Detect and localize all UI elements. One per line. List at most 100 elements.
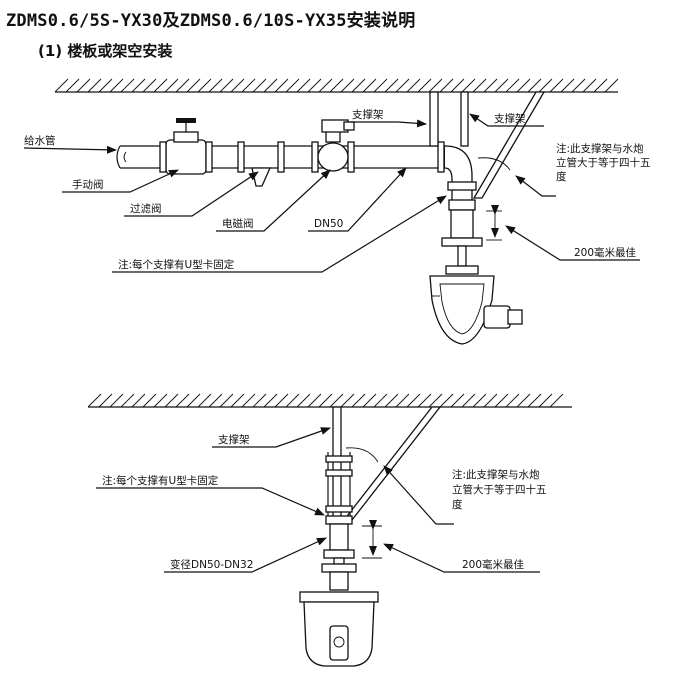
ceiling-hatch-line xyxy=(76,78,91,93)
ceiling-hatch-line xyxy=(318,393,333,408)
ceiling-hatch-line xyxy=(538,393,553,408)
support-label-2: 支撑架 xyxy=(494,112,526,125)
ceiling-hatch-line xyxy=(120,393,135,408)
ceiling-hatch-line xyxy=(406,78,421,93)
pipe-flange xyxy=(437,141,445,173)
ceiling-hatch-line xyxy=(450,393,465,408)
u-clamp-note-leader-2 xyxy=(96,487,325,516)
reducer-leader xyxy=(164,537,327,573)
angle-note2-line1: 注:此支撑架与水炮 xyxy=(452,468,540,481)
ceiling-hatch-line xyxy=(109,393,124,408)
ceiling-hatch-line xyxy=(54,78,69,93)
distance-label-2: 200毫米最佳 xyxy=(462,558,525,571)
ceiling-hatch-line xyxy=(186,393,201,408)
ceiling-hatch-line xyxy=(208,393,223,408)
ceiling-hatch-line xyxy=(505,393,520,408)
ceiling-hatch-line xyxy=(175,393,190,408)
ceiling-hatch-line xyxy=(505,78,520,93)
ceiling-hatch-line xyxy=(296,78,311,93)
angle-arc-2 xyxy=(345,447,379,463)
solenoid-valve xyxy=(311,119,355,173)
ceiling-hatch-line xyxy=(87,393,102,408)
ceiling-hatch-line xyxy=(439,393,454,408)
filter-valve-leader xyxy=(124,171,259,217)
ceiling-1 xyxy=(54,78,619,93)
ceiling-hatch-line xyxy=(318,78,333,93)
support-label-1: 支撑架 xyxy=(352,108,384,121)
ceiling-hatch-line xyxy=(120,78,135,93)
ceiling-hatch-line xyxy=(461,78,476,93)
u-clamp-note-leader xyxy=(112,195,447,273)
ceiling-hatch-line xyxy=(472,393,487,408)
diagram-1: 给水管 手动阀 过滤阀 电磁阀 DN50 支撑架 支撑架 注:此支撑架与水炮 立… xyxy=(23,78,651,345)
ceiling-hatch-line xyxy=(329,393,344,408)
ceiling-hatch-line xyxy=(527,393,542,408)
ceiling-2 xyxy=(87,393,572,408)
ceiling-hatch-line xyxy=(175,78,190,93)
water-supply-leader xyxy=(23,145,117,154)
ceiling-hatch-line xyxy=(153,78,168,93)
ceiling-hatch-line xyxy=(142,78,157,93)
ceiling-hatch-line xyxy=(109,78,124,93)
angle-arc-1 xyxy=(477,157,511,171)
ceiling-hatch-line xyxy=(450,78,465,93)
ceiling-hatch-line xyxy=(274,78,289,93)
ceiling-hatch-line xyxy=(560,78,575,93)
ceiling-hatch-line xyxy=(340,393,355,408)
distance-dimension-2 xyxy=(362,520,382,559)
ceiling-hatch-line xyxy=(604,78,619,93)
section-subtitle: (1) 楼板或架空安装 xyxy=(38,42,173,60)
ceiling-hatch-line xyxy=(164,393,179,408)
support-leader-3 xyxy=(212,427,331,448)
ceiling-hatch-line xyxy=(252,393,267,408)
angle-note-leader xyxy=(515,175,556,197)
ceiling-hatch-line xyxy=(395,393,410,408)
diagram-2: 支撑架 注:每个支撑有U型卡固定 变径DN50-DN32 注:此支撑架与水炮 立… xyxy=(87,393,572,667)
ceiling-hatch-line xyxy=(384,393,399,408)
support-label-3: 支撑架 xyxy=(218,433,250,446)
solenoid-valve-leader xyxy=(216,169,331,232)
ceiling-hatch-line xyxy=(219,78,234,93)
ceiling-hatch-line xyxy=(87,78,102,93)
ceiling-hatch-line xyxy=(395,78,410,93)
ceiling-hatch-line xyxy=(340,78,355,93)
support-leader-1 xyxy=(350,119,427,128)
ceiling-hatch-line xyxy=(494,78,509,93)
u-clamp-note-label: 注:每个支撑有U型卡固定 xyxy=(118,258,235,271)
ceiling-hatch-line xyxy=(417,393,432,408)
ceiling-hatch-line xyxy=(241,393,256,408)
ceiling-hatch-line xyxy=(241,78,256,93)
ceiling-hatch-line xyxy=(461,393,476,408)
ceiling-hatch-line xyxy=(516,78,531,93)
ceiling-hatch-line xyxy=(164,78,179,93)
ceiling-hatch-line xyxy=(296,393,311,408)
ceiling-hatch-line xyxy=(98,78,113,93)
page-title: ZDMS0.6/5S-YX30及ZDMS0.6/10S-YX35安装说明 xyxy=(6,11,416,31)
ceiling-hatch-line xyxy=(549,78,564,93)
ceiling-hatch-line xyxy=(285,393,300,408)
ceiling-hatch-line xyxy=(351,78,366,93)
angle-note-line2: 立管大于等于四十五 xyxy=(556,156,651,169)
ceiling-hatch-line xyxy=(406,393,421,408)
water-supply-label: 给水管 xyxy=(24,134,56,147)
water-cannon-2 xyxy=(299,591,379,667)
distance-label: 200毫米最佳 xyxy=(574,246,637,259)
distance-dimension-1 xyxy=(486,205,502,241)
ceiling-hatch-line xyxy=(307,78,322,93)
ceiling-hatch-line xyxy=(285,78,300,93)
angle-note-line3: 度 xyxy=(556,170,567,183)
ceiling-hatch-line xyxy=(131,78,146,93)
ceiling-hatch-line xyxy=(472,78,487,93)
ceiling-hatch-line xyxy=(516,393,531,408)
angle-note-line1: 注:此支撑架与水炮 xyxy=(556,142,644,155)
manual-valve-label: 手动阀 xyxy=(72,178,104,191)
ceiling-hatch-line xyxy=(153,393,168,408)
riser-elbow xyxy=(441,145,483,275)
ceiling-hatch-line xyxy=(362,78,377,93)
angle-note2-leader xyxy=(383,465,454,525)
ceiling-hatch-line xyxy=(186,78,201,93)
ceiling-hatch-line xyxy=(571,78,586,93)
ceiling-hatch-line xyxy=(428,78,443,93)
ceiling-hatch-line xyxy=(208,78,223,93)
